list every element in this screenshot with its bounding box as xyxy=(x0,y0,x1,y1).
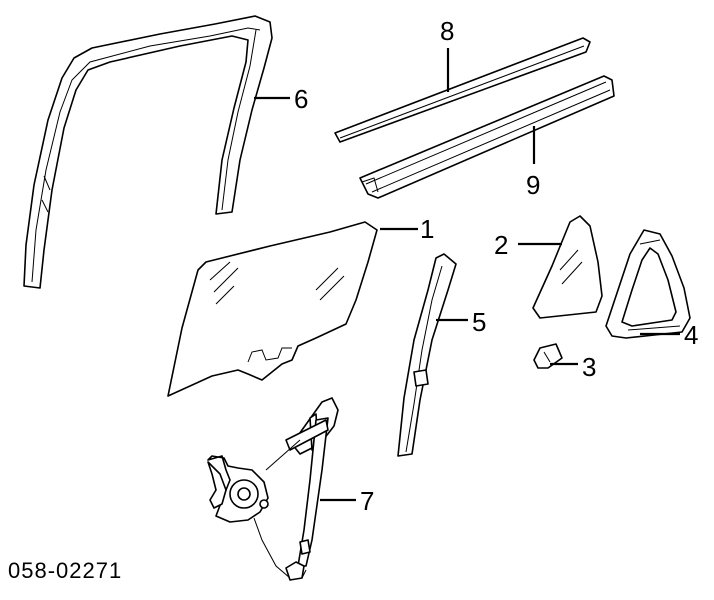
callout-7: 7 xyxy=(360,486,374,516)
callout-3: 3 xyxy=(582,352,596,382)
leader-lines xyxy=(254,48,680,502)
part-4-quarter-weatherstrip xyxy=(605,229,691,339)
part-6-door-sash-channel xyxy=(23,15,273,289)
callout-6: 6 xyxy=(294,84,308,114)
callout-2: 2 xyxy=(494,230,508,260)
callout-1: 1 xyxy=(420,214,434,244)
part-7-window-regulator xyxy=(207,397,339,581)
part-9-inner-weatherstrip xyxy=(359,75,615,199)
callout-labels: 1 2 3 4 5 6 7 8 9 xyxy=(294,16,698,516)
reference-code: 058-02271 xyxy=(8,558,122,583)
part-2-quarter-glass xyxy=(532,215,603,319)
callout-4: 4 xyxy=(684,320,698,350)
callout-5: 5 xyxy=(472,307,486,337)
part-3-clip xyxy=(533,343,563,369)
callout-8: 8 xyxy=(440,16,454,46)
part-8-outer-weatherstrip xyxy=(334,37,591,143)
callout-9: 9 xyxy=(526,170,540,200)
part-1-door-glass xyxy=(167,221,378,397)
part-5-rear-channel xyxy=(397,253,457,457)
